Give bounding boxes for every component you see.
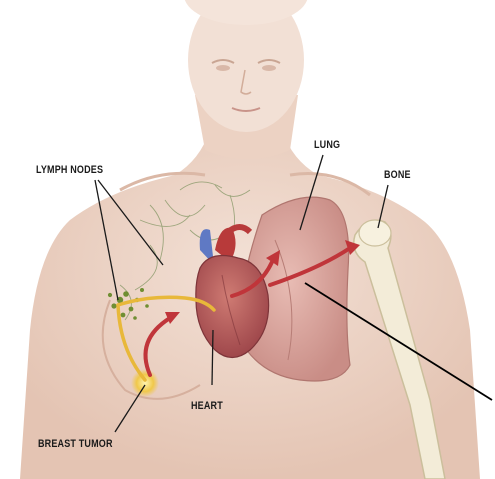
label-heart: HEART: [191, 400, 223, 412]
breast-tumor-site: [131, 369, 159, 397]
label-lung: LUNG: [314, 139, 340, 151]
label-bone: BONE: [384, 169, 411, 181]
label-lymph-nodes: LYMPH NODES: [36, 164, 103, 176]
label-breast-tumor: BREAST TUMOR: [38, 438, 113, 450]
